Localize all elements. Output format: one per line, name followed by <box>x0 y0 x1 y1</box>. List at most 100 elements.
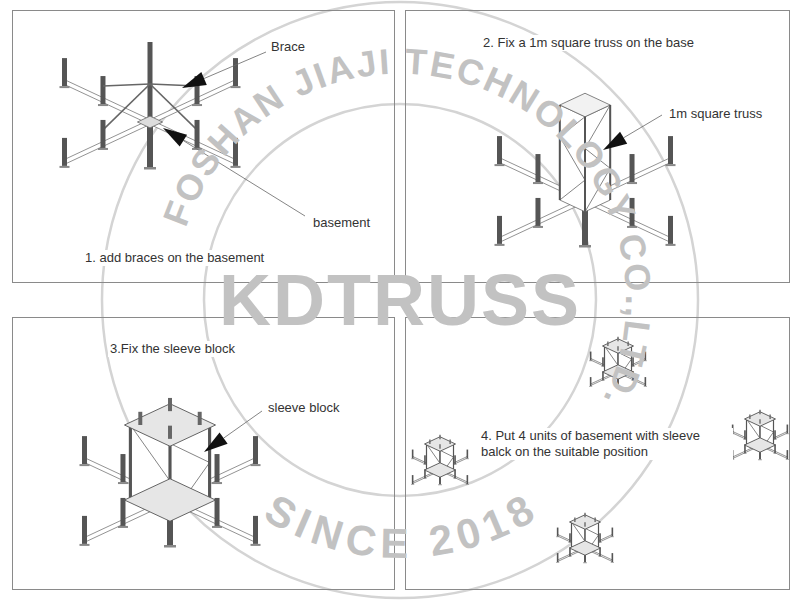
outrigger-jack <box>120 498 125 526</box>
jack-foot <box>98 148 108 150</box>
outrigger-jack <box>557 553 559 562</box>
sleeve-spigot <box>168 426 172 439</box>
outrigger-jack <box>120 454 125 482</box>
part-label: Brace <box>269 39 307 55</box>
pointer-head <box>163 128 187 147</box>
leader-line <box>624 115 662 138</box>
jack-foot <box>601 380 604 382</box>
outrigger-jack <box>62 138 67 166</box>
watermark-ring <box>102 2 698 598</box>
truss-chord <box>631 346 632 372</box>
outrigger-jack <box>599 533 601 542</box>
center-stem <box>147 122 153 167</box>
part-label: basement <box>311 215 372 231</box>
jack-foot <box>251 544 261 546</box>
jack-foot <box>627 226 637 228</box>
leader-line <box>204 52 266 79</box>
jack-foot <box>786 433 789 435</box>
jack-foot <box>589 386 592 388</box>
pointer-head <box>182 72 207 88</box>
jack-foot <box>60 86 70 88</box>
truss-chord <box>773 419 774 445</box>
step-caption: 1m square truss <box>667 106 764 122</box>
truss-chord <box>129 425 132 500</box>
jack-foot <box>118 482 128 484</box>
outrigger-jack <box>195 120 200 148</box>
jack-foot <box>251 464 261 466</box>
brace-mast <box>148 42 153 122</box>
outrigger-jack <box>82 516 87 544</box>
leader-pointer <box>603 115 662 150</box>
sleeve-plate <box>424 463 455 477</box>
base-arm <box>64 120 151 164</box>
square-truss <box>560 93 610 212</box>
jack-foot <box>627 182 637 184</box>
sleeve-spigot <box>759 410 760 415</box>
jack-foot <box>773 453 776 455</box>
truss-base <box>731 425 789 461</box>
outrigger-jack <box>467 475 469 484</box>
truss-chord <box>604 346 605 372</box>
outrigger-jack <box>602 357 604 366</box>
truss-chord <box>598 522 599 548</box>
outrigger-jack <box>233 138 238 166</box>
sleeve-plate <box>124 479 215 522</box>
step-panel: 2. Fix a 1m square truss on the base 1m s… <box>405 10 790 283</box>
outrigger-jack <box>535 198 540 226</box>
stem-foot <box>579 245 591 248</box>
jack-foot <box>80 464 90 466</box>
truss-chord <box>746 419 747 445</box>
outrigger-jack <box>774 430 776 439</box>
truss-chord <box>609 105 611 200</box>
jack-foot <box>644 360 647 362</box>
step-caption: 4. Put 4 units of basement with sleeve b… <box>479 428 733 460</box>
sleeve-spigot <box>749 415 750 420</box>
sleeve-block <box>744 410 775 452</box>
jack-foot <box>495 164 505 166</box>
jack-foot <box>556 562 559 564</box>
jack-foot <box>466 458 469 460</box>
sleeve-plate <box>744 438 775 452</box>
outrigger-jack <box>645 377 647 386</box>
outrigger-jack <box>253 436 258 464</box>
jack-foot <box>60 166 70 168</box>
jack-foot <box>80 544 90 546</box>
jack-foot <box>231 86 241 88</box>
sleeve-spigot <box>449 440 450 445</box>
watermark-text: SINCE 2018 <box>257 485 541 567</box>
pointer-head <box>204 432 228 452</box>
jack-foot <box>192 104 202 106</box>
sleeve-spigot <box>439 444 440 449</box>
step-panel: 4. Put 4 units of basement with sleeve b… <box>405 317 790 590</box>
step-caption: 1. add braces on the basement <box>83 250 266 266</box>
stem-foot <box>164 545 176 548</box>
part-label: 2. Fix a 1m square truss on the base <box>481 35 696 51</box>
sleeve-spigot <box>198 412 202 425</box>
step-panel: Brace basement 1. add braces on the baseme… <box>12 10 395 283</box>
jack-foot <box>495 244 505 246</box>
outrigger-jack <box>557 528 559 537</box>
outrigger-jack <box>612 553 614 562</box>
outrigger-jack <box>82 436 87 464</box>
sleeve-spigot <box>138 412 142 425</box>
part-label: 3.Fix the sleeve block <box>108 341 237 357</box>
sleeve-block <box>424 435 455 477</box>
base-arm <box>149 120 236 164</box>
truss-base <box>411 450 469 486</box>
stem-foot <box>616 386 620 388</box>
sleeve-spigot <box>617 346 618 351</box>
outrigger-jack <box>668 216 673 244</box>
step-caption: sleeve block <box>266 400 342 416</box>
outrigger-jack <box>497 216 502 244</box>
watermark-brand: KDTRUSS <box>219 257 581 343</box>
leader-line <box>224 411 262 438</box>
jack-foot <box>231 166 241 168</box>
sleeve-spigot <box>627 342 628 347</box>
sleeve-plate <box>602 365 633 379</box>
truss-face <box>585 105 610 212</box>
truss-base <box>556 528 614 564</box>
brace-bar <box>103 84 150 86</box>
